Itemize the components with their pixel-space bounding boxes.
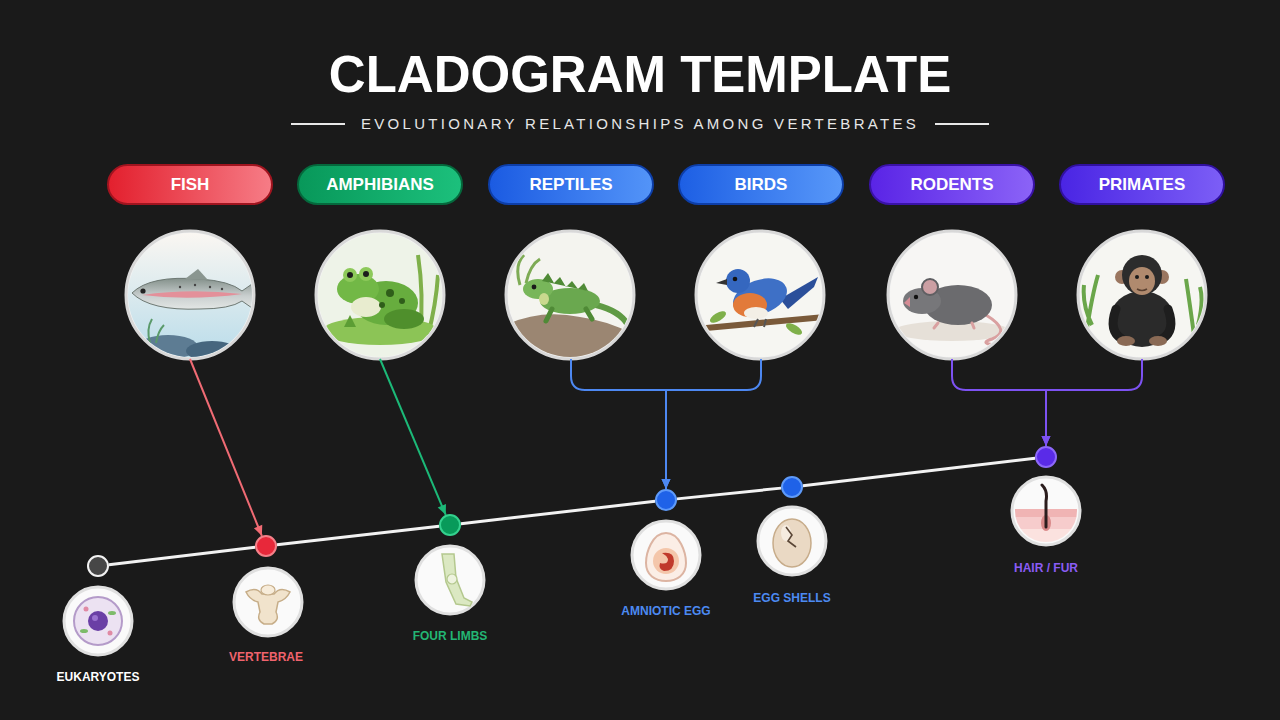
fish-picture [126, 231, 262, 361]
connector-line [952, 359, 1046, 446]
connector [677, 488, 781, 499]
connector-line [277, 526, 439, 545]
amniotic-egg-icon [632, 521, 700, 589]
taxon-label: REPTILES [529, 175, 612, 195]
reptile-picture [506, 231, 634, 359]
subtitle: EVOLUTIONARY RELATIONSHIPS AMONG VERTEBR… [361, 114, 919, 134]
arrow-head [1042, 436, 1051, 446]
arrow-head [662, 479, 671, 489]
connector [662, 359, 762, 489]
connector-line [109, 547, 255, 564]
connector-line [666, 359, 761, 489]
connector-line [677, 488, 781, 499]
taxon-column: REPTILES [488, 164, 654, 359]
taxon-label: PRIMATES [1099, 175, 1186, 195]
connector-line [461, 501, 655, 523]
taxon-label: RODENTS [910, 175, 993, 195]
taxon-column: BIRDS [678, 164, 844, 359]
connector [461, 501, 655, 523]
taxon-pill: REPTILES [488, 164, 654, 205]
trait-node: VERTEBRAE [255, 535, 277, 557]
trait-node: EGG SHELLS [781, 476, 803, 498]
trait-node: EUKARYOTES [87, 555, 109, 577]
subtitle-row: EVOLUTIONARY RELATIONSHIPS AMONG VERTEBR… [0, 114, 1280, 134]
connector-line [571, 359, 666, 489]
cell-icon [64, 587, 132, 655]
connector [952, 359, 1051, 446]
limb-icon [416, 546, 484, 614]
title: CLADOGRAM TEMPLATE [0, 44, 1280, 106]
vertebra-icon [234, 568, 302, 636]
taxon-pill: AMPHIBIANS [297, 164, 463, 205]
arrow-head [662, 479, 671, 489]
taxon-pill: PRIMATES [1059, 164, 1225, 205]
taxon-pill: BIRDS [678, 164, 844, 205]
trait-node: FOUR LIMBS [439, 514, 461, 536]
bird-picture [696, 231, 824, 359]
connector-line [803, 458, 1035, 485]
primate-picture [1078, 231, 1206, 359]
egg-shell-icon [758, 507, 826, 575]
trait-label: FOUR LIMBS [413, 629, 488, 643]
taxon-column: PRIMATES [1059, 164, 1225, 359]
connector [277, 526, 439, 545]
connector [190, 359, 262, 536]
divider-line [935, 123, 989, 125]
taxon-pill: FISH [107, 164, 273, 205]
taxon-label: FISH [171, 175, 210, 195]
arrow-head [438, 504, 446, 515]
trait-node: HAIR / FUR [1035, 446, 1057, 468]
connector-line [380, 359, 446, 515]
connector [803, 458, 1035, 485]
divider-line [291, 123, 345, 125]
taxon-column: RODENTS [869, 164, 1035, 359]
trait-label: VERTEBRAE [229, 650, 303, 664]
taxon-label: AMPHIBIANS [326, 175, 434, 195]
trait-label: EUKARYOTES [57, 670, 140, 684]
connector [571, 359, 671, 489]
trait-label: HAIR / FUR [1014, 561, 1078, 575]
taxon-column: FISH [107, 164, 273, 359]
trait-label: EGG SHELLS [753, 591, 830, 605]
connector [109, 547, 255, 564]
arrow-head [254, 525, 262, 536]
hair-follicle-icon [1012, 477, 1080, 545]
connector-line [190, 359, 262, 536]
arrow-head [1042, 436, 1051, 446]
connector [1042, 359, 1143, 446]
frog-picture [316, 231, 444, 359]
taxon-pill: RODENTS [869, 164, 1035, 205]
trait-node: AMNIOTIC EGG [655, 489, 677, 511]
taxon-column: AMPHIBIANS [297, 164, 463, 359]
rodent-picture [888, 231, 1018, 359]
connector-line [1046, 359, 1142, 446]
trait-label: AMNIOTIC EGG [621, 604, 710, 618]
connector [380, 359, 446, 515]
taxon-label: BIRDS [735, 175, 788, 195]
